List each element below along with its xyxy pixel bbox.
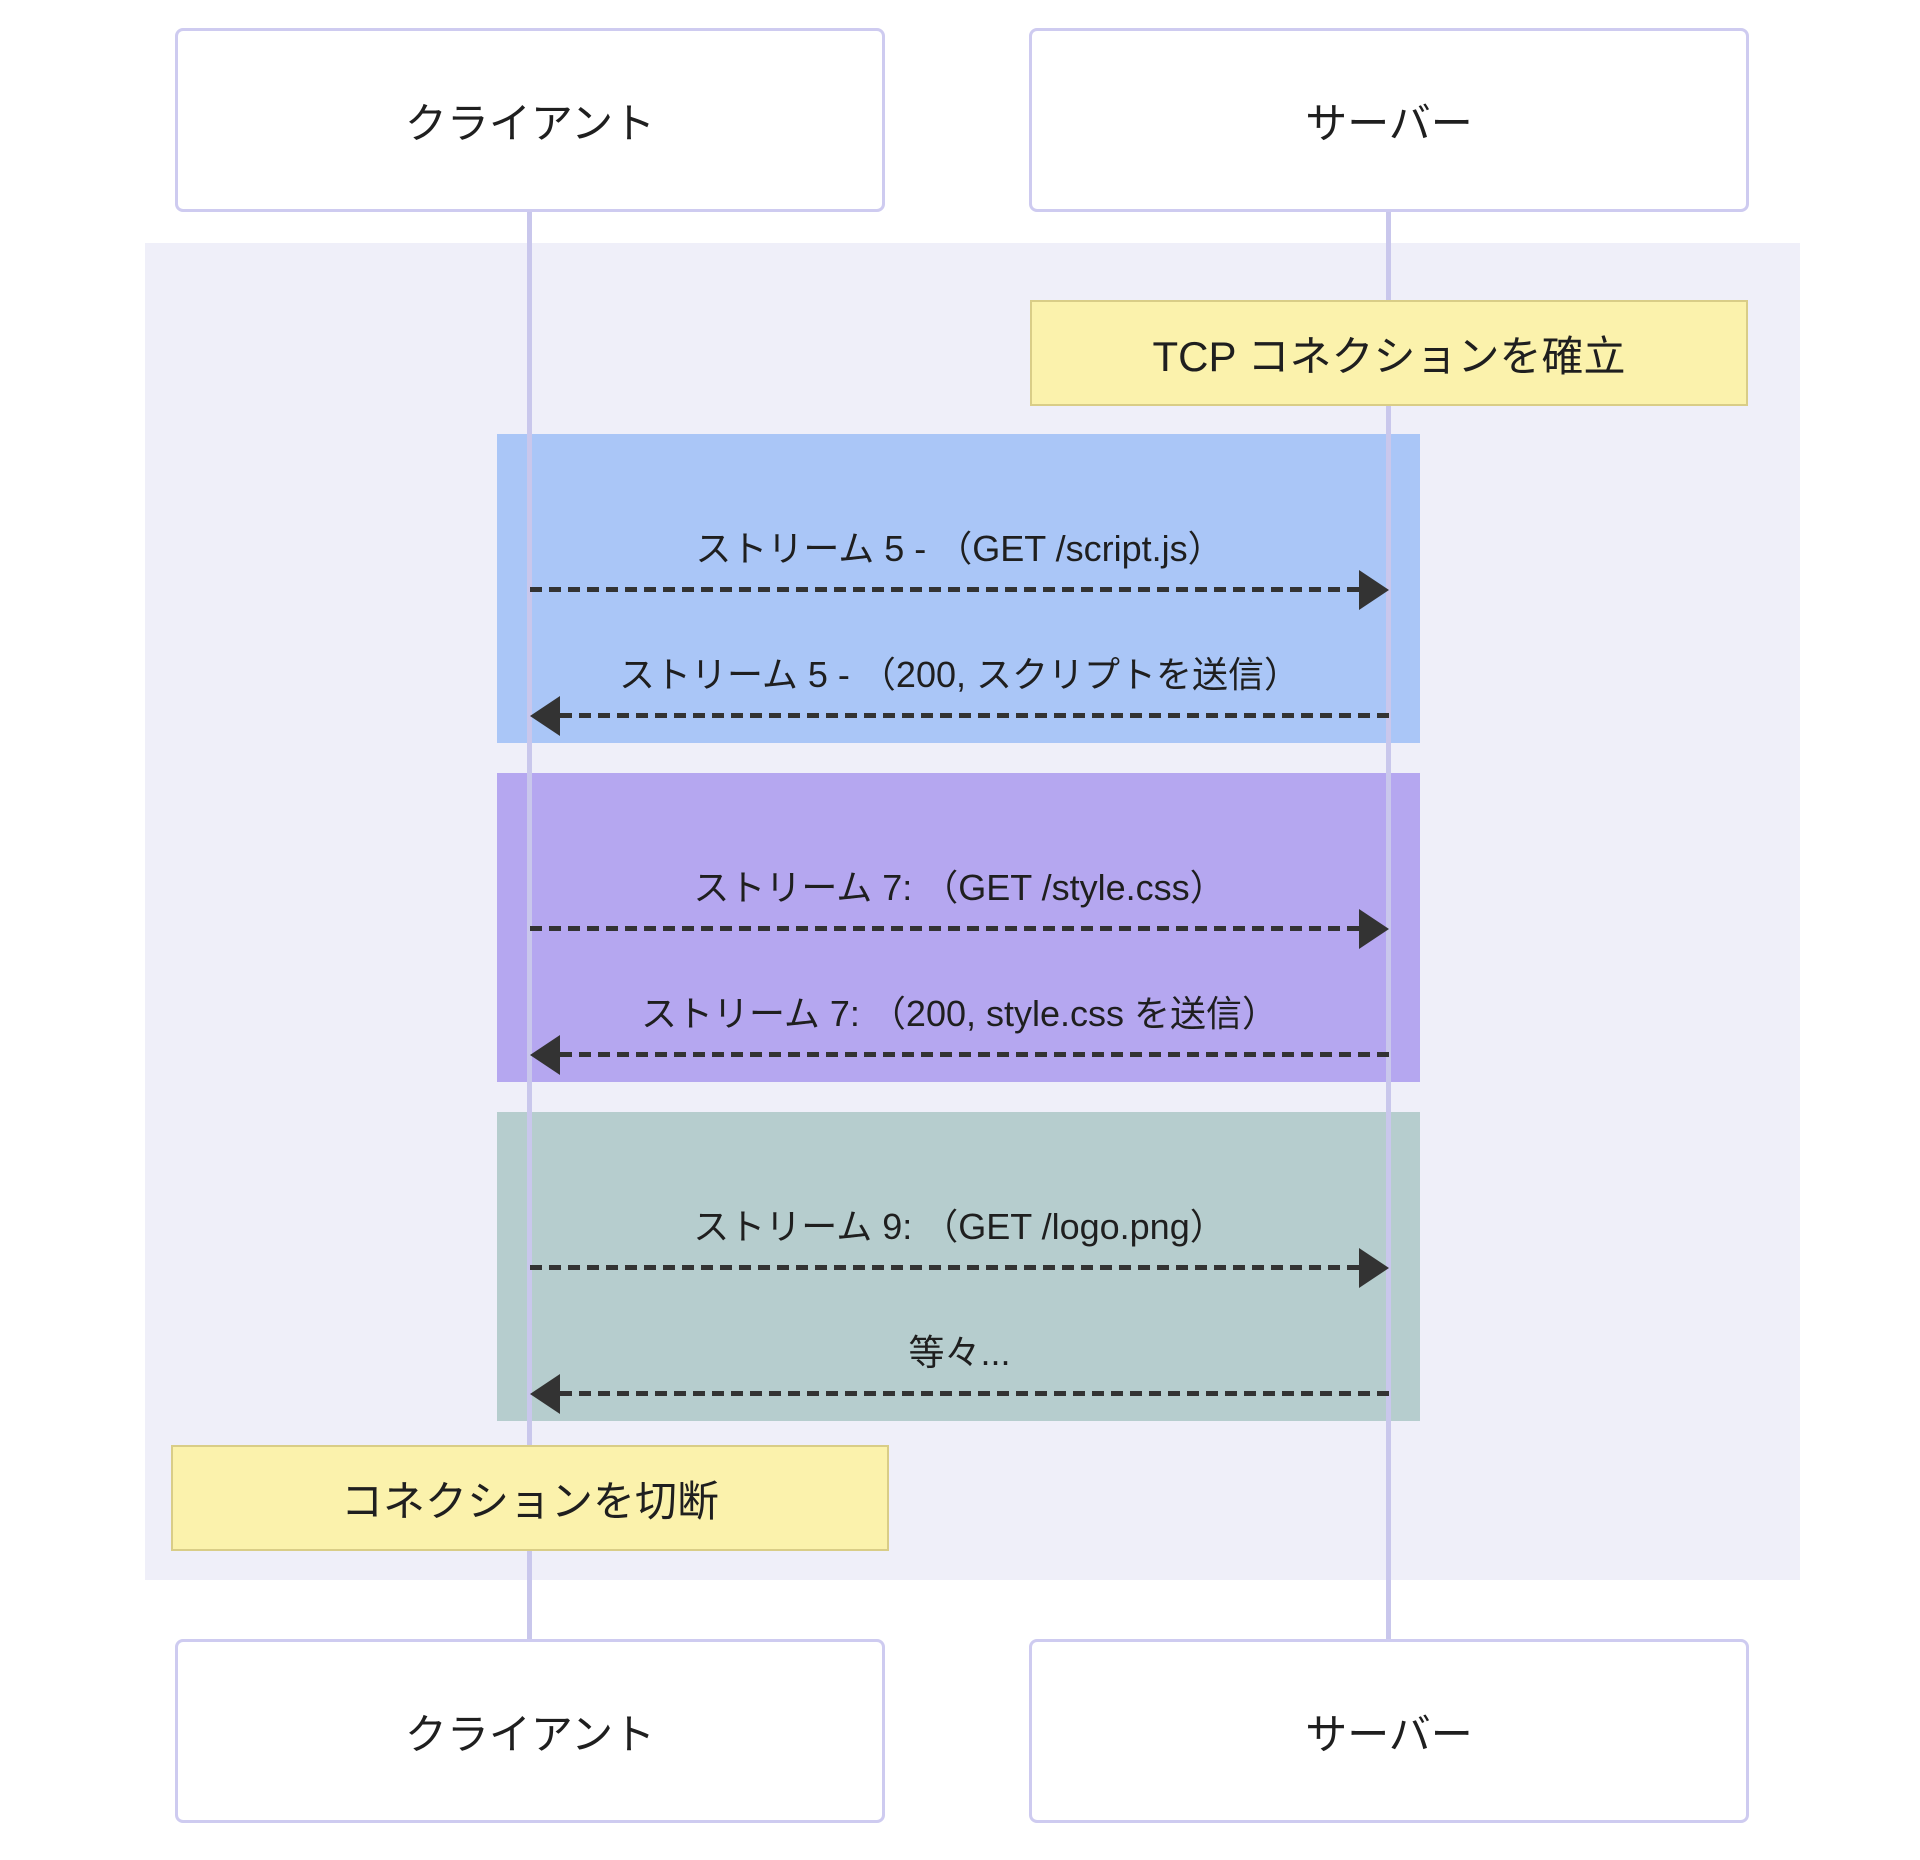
actor-client-bottom: クライアント [175,1639,885,1823]
stream-5-block: ストリーム 5 - （GET /script.js） ストリーム 5 - （20… [497,434,1420,743]
actor-server-label: サーバー [1305,99,1473,147]
message-label: ストリーム 7: （200, style.css を送信） [640,993,1279,1034]
arrowhead-left-icon [530,1035,560,1075]
stream-9-block: ストリーム 9: （GET /logo.png） 等々... [497,1112,1420,1421]
note-disconnect-label: コネクションを切断 [340,1477,719,1525]
actor-server-top: サーバー [1029,28,1749,212]
message-arrow-line [530,926,1361,931]
message-label: ストリーム 7: （GET /style.css） [693,867,1226,908]
note-tcp-establish-label: TCP コネクションを確立 [1152,332,1626,380]
message-label: ストリーム 5 - （200, スクリプトを送信） [618,654,1300,695]
arrowhead-left-icon [530,696,560,736]
message-label: ストリーム 5 - （GET /script.js） [695,528,1224,569]
message-arrow-line [530,587,1361,592]
arrowhead-left-icon [530,1374,560,1414]
client-lifeline [527,212,532,1639]
message-arrow-line [560,1391,1389,1396]
note-disconnect: コネクションを切断 [171,1445,889,1551]
arrowhead-right-icon [1359,570,1389,610]
actor-client-label: クライアント [404,1710,656,1758]
message-arrow-line [560,1052,1389,1057]
message-label: ストリーム 9: （GET /logo.png） [693,1206,1226,1247]
message-arrow-line [560,713,1389,718]
arrowhead-right-icon [1359,909,1389,949]
stream-7-block: ストリーム 7: （GET /style.css） ストリーム 7: （200,… [497,773,1420,1082]
message-label: 等々... [908,1332,1011,1373]
actor-client-label: クライアント [404,99,656,147]
actor-server-bottom: サーバー [1029,1639,1749,1823]
note-tcp-establish: TCP コネクションを確立 [1030,300,1748,406]
message-arrow-line [530,1265,1361,1270]
arrowhead-right-icon [1359,1248,1389,1288]
actor-client-top: クライアント [175,28,885,212]
actor-server-label: サーバー [1305,1710,1473,1758]
